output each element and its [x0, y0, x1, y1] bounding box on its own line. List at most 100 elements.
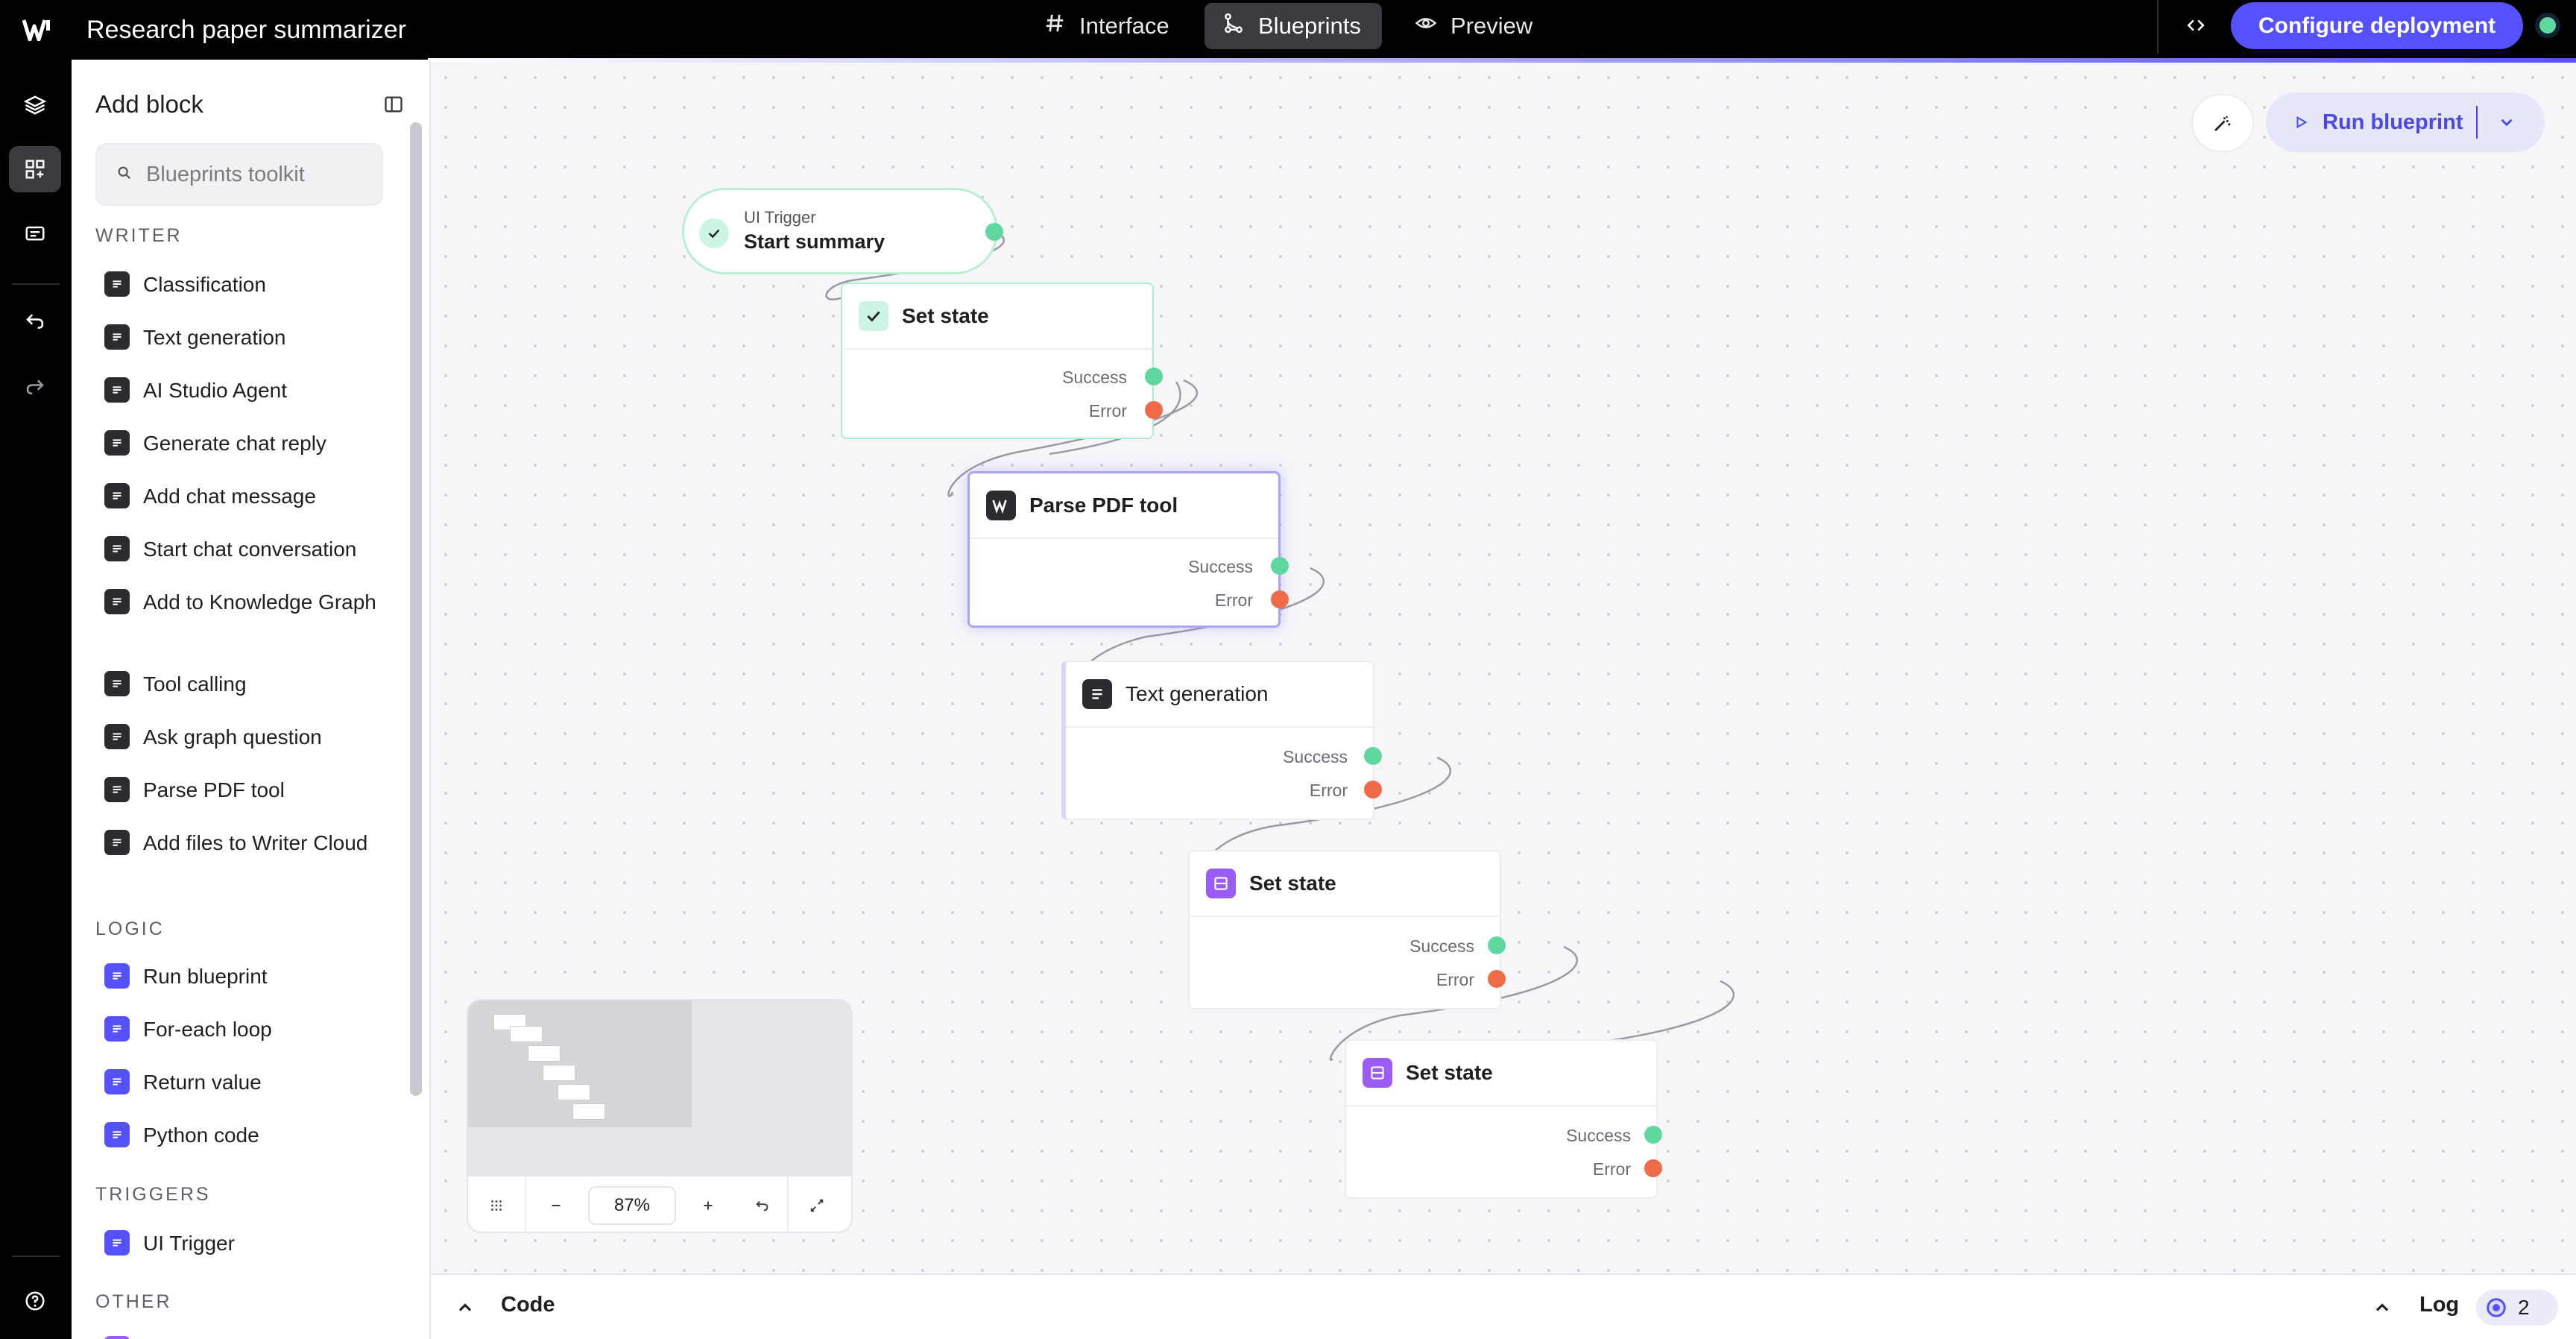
- ui-trigger-node[interactable]: UI Trigger Start summary: [682, 188, 1003, 274]
- zoom-level-box[interactable]: 87%: [586, 1176, 678, 1232]
- node-text-generation[interactable]: Text generation Success Error: [1061, 661, 1382, 820]
- minimap-controls: 87%: [468, 1176, 851, 1232]
- reset-zoom-icon[interactable]: [738, 1176, 787, 1232]
- chevron-down-icon[interactable]: [2497, 113, 2516, 132]
- error-port[interactable]: [1644, 1159, 1662, 1177]
- zoom-out-icon[interactable]: [526, 1176, 586, 1232]
- logic-block-icon: [104, 1122, 130, 1147]
- success-port[interactable]: [1644, 1126, 1662, 1144]
- eye-icon: [1415, 12, 1437, 40]
- top-divider: [2157, 0, 2159, 54]
- block-item-label: For-each loop: [143, 1018, 272, 1041]
- tab-interface[interactable]: Interface: [1026, 3, 1187, 49]
- block-item-classification[interactable]: Classification: [104, 270, 388, 299]
- text-lines-icon: [1082, 679, 1112, 709]
- block-item-python-code[interactable]: Python code: [104, 1121, 388, 1150]
- writer-logo-icon[interactable]: [21, 13, 54, 46]
- magic-wand-button[interactable]: [2191, 94, 2254, 152]
- ctrl-divider: [525, 1176, 526, 1232]
- block-item-add-chat-message[interactable]: Add chat message: [104, 482, 388, 511]
- chat-icon[interactable]: [9, 212, 61, 258]
- block-item-return-value[interactable]: Return value: [104, 1068, 388, 1097]
- error-port[interactable]: [1364, 781, 1382, 798]
- block-item-parse-pdf-tool[interactable]: Parse PDF tool: [104, 775, 388, 804]
- add-block-icon[interactable]: [9, 146, 61, 192]
- section-writer: WRITER: [95, 225, 183, 246]
- block-item-tool-calling[interactable]: Tool calling: [104, 670, 388, 699]
- error-port[interactable]: [1145, 401, 1163, 419]
- progress-line: [428, 58, 2576, 63]
- blueprint-canvas[interactable]: UI Trigger Start summary Set state Succe…: [431, 63, 2576, 1273]
- panel-scrollbar[interactable]: [410, 122, 422, 1096]
- node-set-state-3[interactable]: Set state Success Error: [1345, 1039, 1662, 1199]
- block-item-text-generation[interactable]: Text generation: [104, 323, 388, 352]
- code-brackets-icon[interactable]: [2176, 6, 2215, 45]
- tab-blueprints[interactable]: Blueprints: [1205, 3, 1382, 49]
- node-parse-pdf[interactable]: Parse PDF tool Success Error: [967, 471, 1289, 628]
- success-port[interactable]: [1364, 747, 1382, 765]
- tab-preview[interactable]: Preview: [1397, 3, 1550, 49]
- trigger-type-label: UI Trigger: [744, 208, 816, 227]
- success-port[interactable]: [1145, 368, 1163, 385]
- success-label: Success: [1188, 557, 1253, 576]
- run-blueprint-button[interactable]: Run blueprint: [2266, 92, 2545, 152]
- logic-block-icon: [104, 1069, 130, 1094]
- layers-icon[interactable]: [9, 82, 61, 128]
- log-count: 2: [2518, 1296, 2530, 1319]
- help-icon[interactable]: [9, 1278, 61, 1324]
- undo-icon[interactable]: [9, 298, 61, 344]
- collapse-panel-icon[interactable]: [380, 91, 407, 118]
- search-input[interactable]: [146, 162, 370, 187]
- error-label: Error: [1214, 590, 1253, 610]
- block-item-label: Add chat message: [143, 485, 316, 508]
- writer-block-icon: [104, 536, 130, 561]
- block-item-label: Return value: [143, 1071, 262, 1094]
- block-item-add-to-knowledge-graph[interactable]: Add to Knowledge Graph: [104, 587, 388, 617]
- writer-block-icon: [104, 589, 130, 614]
- node-set-state-2[interactable]: Set state Success Error: [1188, 850, 1506, 1009]
- bottom-panel-bar: Code Log 2: [431, 1273, 2576, 1339]
- configure-deployment-button[interactable]: Configure deployment: [2231, 2, 2523, 49]
- error-port[interactable]: [1271, 590, 1289, 608]
- block-item-add-files-to-writer-cloud[interactable]: Add files to Writer Cloud: [104, 828, 388, 857]
- tab-interface-label: Interface: [1079, 13, 1169, 39]
- block-item-generate-chat-reply[interactable]: Generate chat reply: [104, 429, 388, 458]
- minimap-area[interactable]: [468, 1001, 851, 1176]
- block-item-run-blueprint[interactable]: Run blueprint: [104, 962, 388, 991]
- node-set-state-1[interactable]: Set state Success Error: [841, 283, 1163, 439]
- block-item-other[interactable]: [104, 1335, 388, 1339]
- redo-icon[interactable]: [9, 364, 61, 410]
- block-item-for-each-loop[interactable]: For-each loop: [104, 1015, 388, 1044]
- zoom-in-icon[interactable]: [678, 1176, 738, 1232]
- success-label: Success: [1062, 368, 1127, 387]
- block-item-label: Classification: [143, 273, 266, 296]
- logic-block-icon: [104, 963, 130, 989]
- log-count-badge[interactable]: 2: [2476, 1290, 2558, 1326]
- minimap-node: [572, 1103, 605, 1120]
- zoom-level[interactable]: 87%: [588, 1186, 676, 1225]
- log-panel-toggle[interactable]: Log: [2419, 1293, 2460, 1317]
- writer-block-icon: [104, 724, 130, 749]
- minimap[interactable]: 87%: [467, 999, 853, 1233]
- chevron-up-icon[interactable]: [455, 1297, 476, 1318]
- node-title: Set state: [1406, 1061, 1493, 1084]
- grid-dots-icon[interactable]: [468, 1176, 525, 1232]
- success-port[interactable]: [1488, 936, 1506, 954]
- success-port[interactable]: [1271, 557, 1289, 575]
- block-item-ask-graph-question[interactable]: Ask graph question: [104, 722, 388, 752]
- block-search[interactable]: [95, 143, 383, 206]
- trigger-output-port[interactable]: [985, 223, 1003, 241]
- minimap-node: [510, 1026, 543, 1042]
- fit-view-icon[interactable]: [789, 1176, 845, 1232]
- success-label: Success: [1566, 1126, 1631, 1145]
- play-icon: [2296, 116, 2308, 129]
- block-item-start-chat-conversation[interactable]: Start chat conversation: [104, 535, 388, 564]
- block-item-ai-studio-agent[interactable]: AI Studio Agent: [104, 376, 388, 405]
- error-port[interactable]: [1488, 970, 1506, 988]
- block-item-ui-trigger[interactable]: UI Trigger: [104, 1229, 388, 1258]
- writer-block-icon: [104, 271, 130, 297]
- code-panel-toggle[interactable]: Code: [501, 1293, 555, 1317]
- block-item-label: Python code: [143, 1124, 259, 1147]
- chevron-up-icon[interactable]: [2372, 1297, 2393, 1318]
